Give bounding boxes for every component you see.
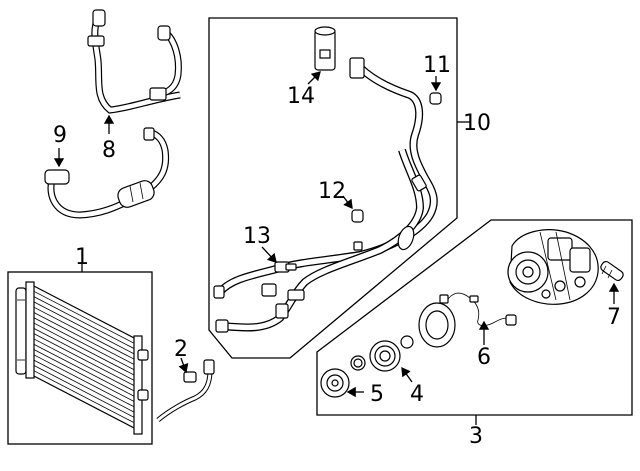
label-9: 9 — [53, 123, 67, 148]
valve-part-7 — [600, 260, 624, 282]
label-13: 13 — [243, 224, 271, 249]
label-6: 6 — [477, 345, 491, 370]
pulley-part-4 — [369, 335, 414, 372]
condenser-fin — [29, 320, 139, 378]
label-5: 5 — [370, 382, 384, 407]
label-7: 7 — [607, 305, 621, 330]
clutch-coil-part-6 — [418, 292, 517, 348]
condenser-fin — [29, 310, 139, 367]
sensor-part-13 — [274, 261, 297, 273]
condenser-part-1 — [15, 281, 149, 435]
condenser-fin — [29, 325, 139, 383]
condenser-fin — [29, 368, 139, 426]
leader-13 — [261, 246, 277, 263]
label-8: 8 — [102, 138, 116, 163]
condenser-fin — [29, 347, 139, 404]
condenser-fin — [29, 288, 139, 346]
pipe-part-2 — [156, 359, 215, 422]
cap-part-11 — [429, 92, 442, 105]
label-12: 12 — [318, 179, 346, 204]
group-frame-3 — [316, 219, 633, 416]
label-14: 14 — [287, 84, 315, 109]
label-11: 11 — [423, 53, 451, 78]
condenser-fin — [29, 363, 139, 420]
cap-part-12 — [351, 209, 364, 223]
leader-2 — [178, 357, 189, 374]
compressor-body — [507, 229, 599, 305]
condenser-fin — [29, 357, 139, 415]
condenser-fin — [29, 294, 139, 351]
condenser-fin — [29, 341, 139, 399]
condenser-fin — [29, 352, 139, 410]
group-frame-1 — [7, 271, 153, 445]
hub-part-5 — [320, 355, 366, 398]
label-3: 3 — [469, 424, 483, 449]
condenser-fin — [29, 315, 139, 373]
hose-part-9 — [44, 127, 170, 219]
label-1: 1 — [75, 245, 89, 270]
expansion-valve-part-14 — [314, 26, 336, 71]
hose-part-8 — [87, 9, 182, 114]
condenser-fin — [29, 304, 139, 362]
pipe-assembly-part-10 — [213, 57, 438, 333]
condenser-fin — [29, 336, 139, 394]
condenser-fin — [29, 331, 139, 389]
group-frame-10 — [208, 17, 458, 359]
condenser-fin — [29, 299, 139, 357]
leader-4 — [401, 366, 413, 383]
label-4: 4 — [410, 382, 424, 407]
label-2: 2 — [174, 337, 188, 362]
leader-12 — [342, 195, 353, 210]
leader-14 — [307, 71, 321, 85]
label-10: 10 — [463, 111, 491, 136]
